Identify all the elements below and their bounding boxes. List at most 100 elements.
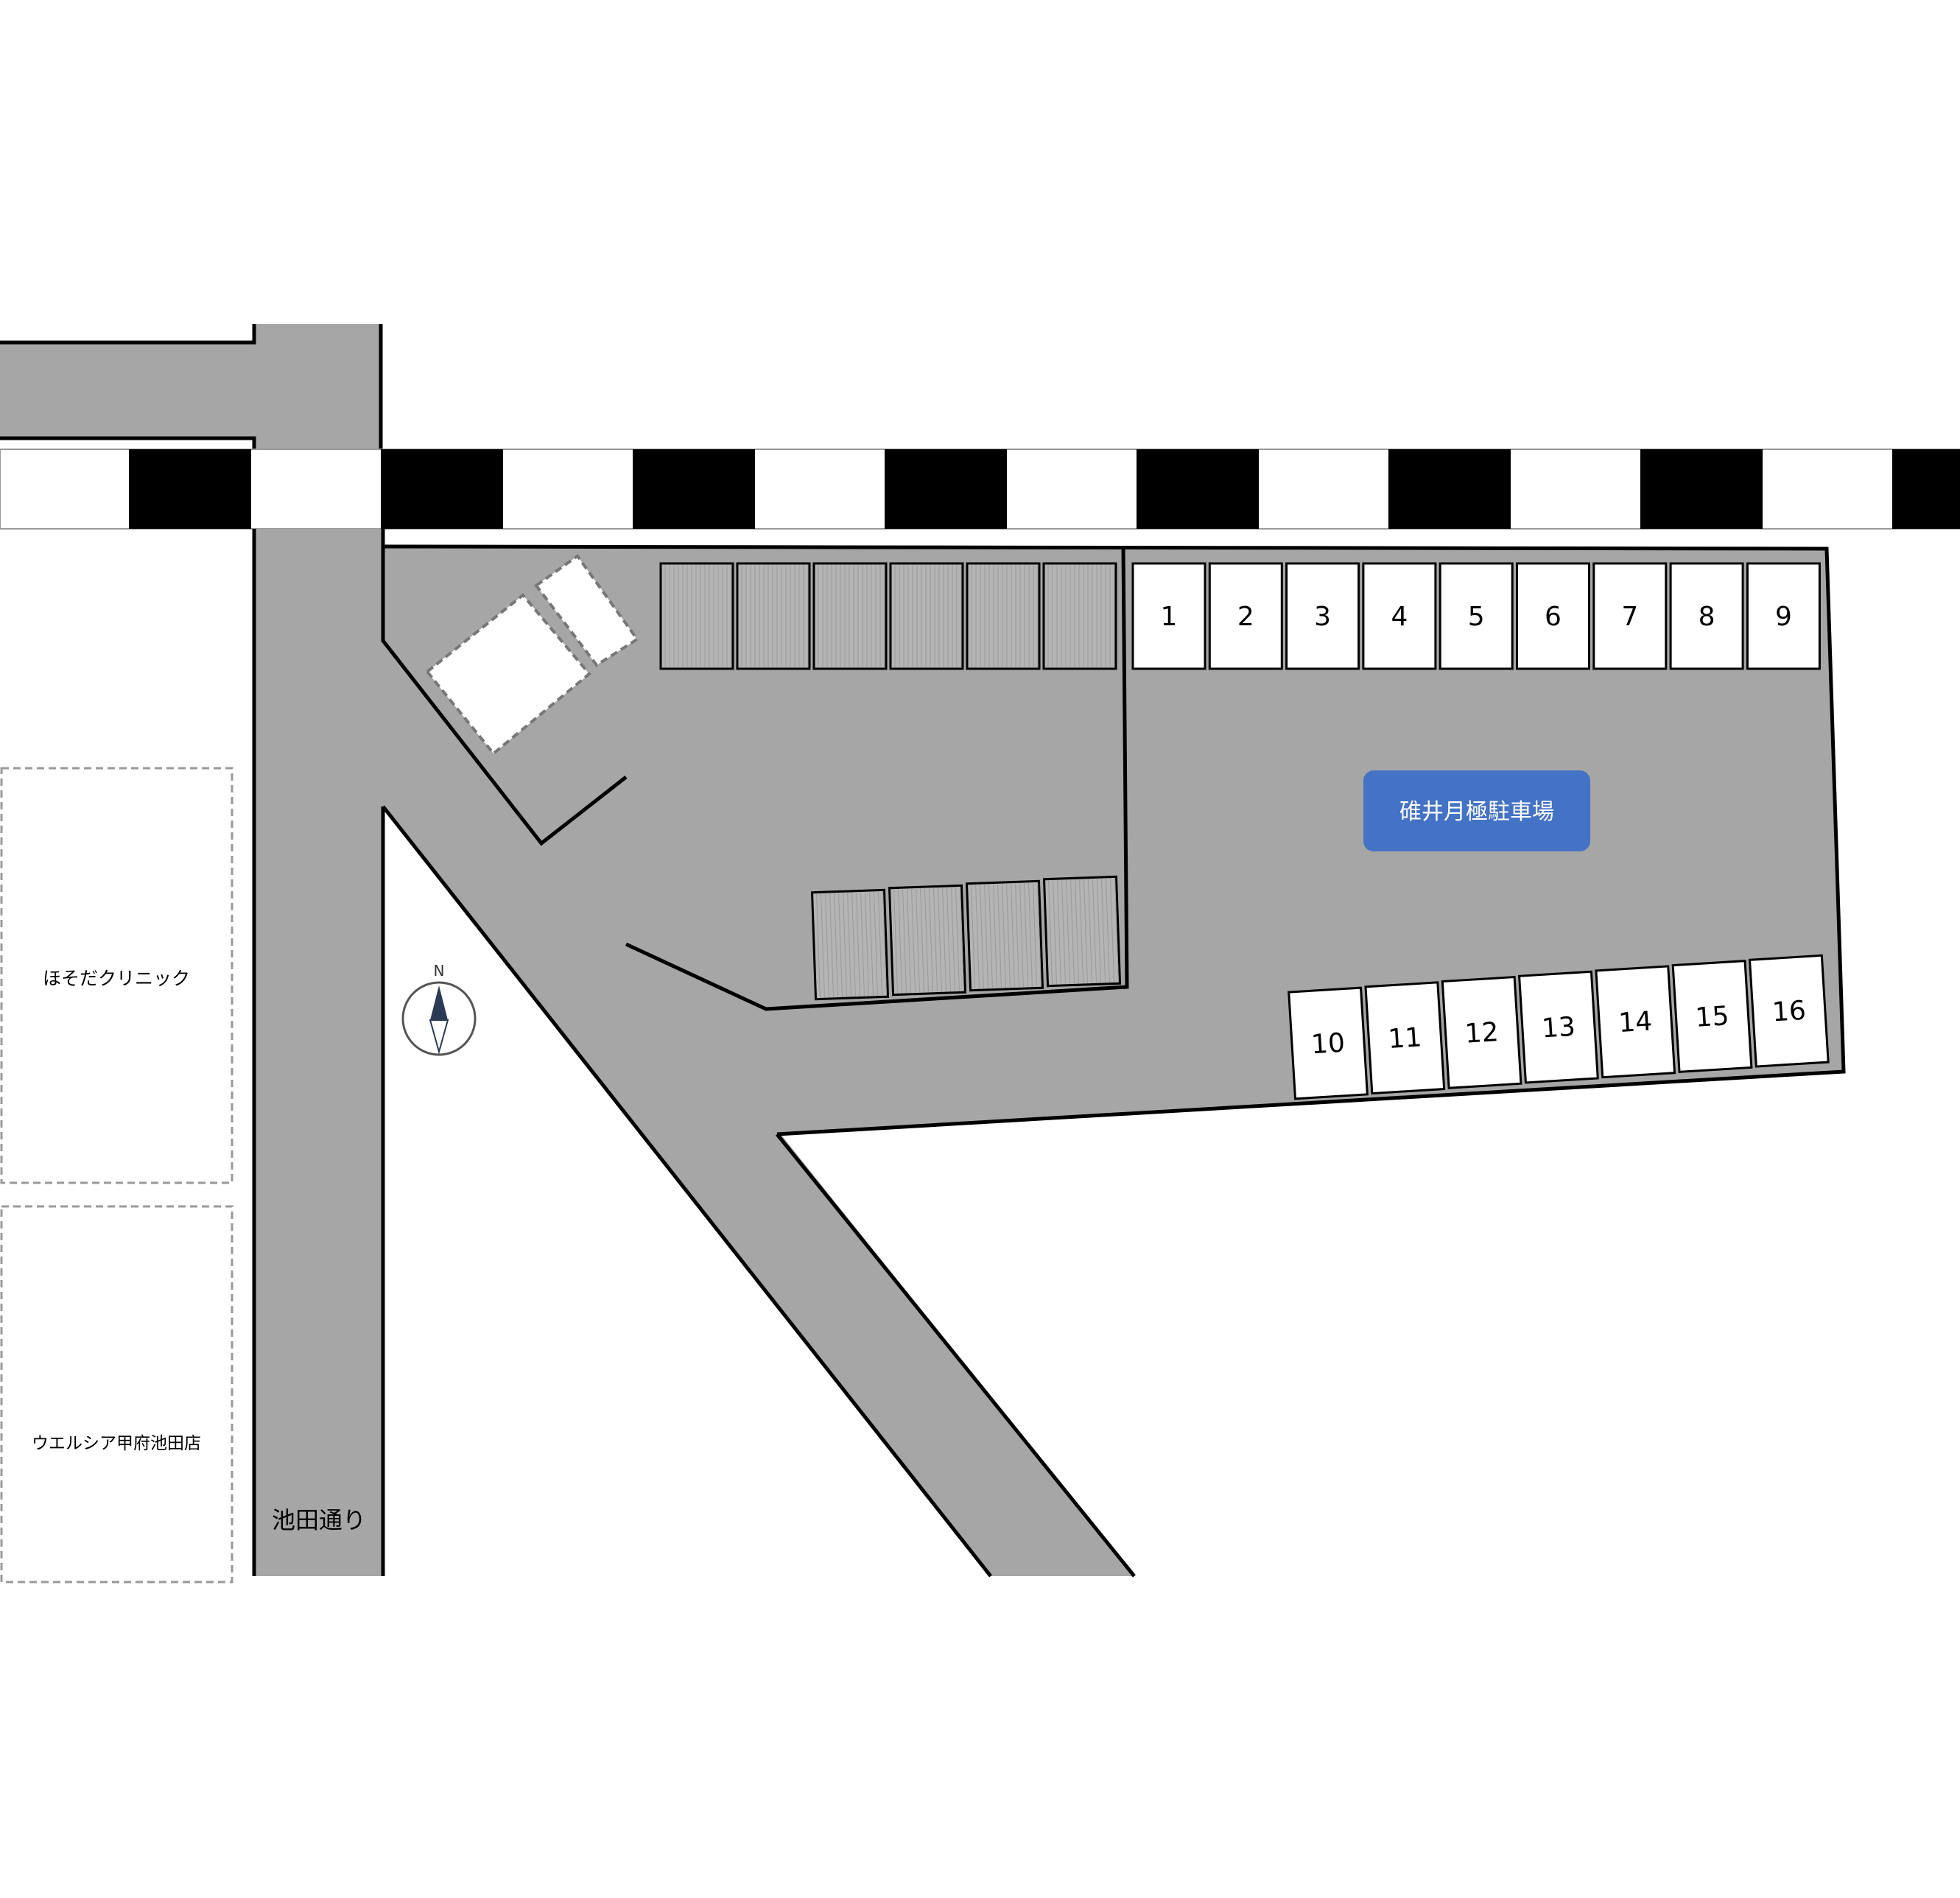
hatch-line [1092, 879, 1097, 983]
railway-block [1892, 449, 1960, 529]
parking-space: 10 [1288, 986, 1369, 1100]
parking-space-rect [1364, 981, 1446, 1095]
parking-space [1669, 562, 1744, 670]
hatch-line [902, 889, 907, 994]
parking-space [1592, 562, 1668, 670]
building-clinic [0, 767, 233, 1184]
hatch-line [911, 888, 916, 993]
hatch-line [893, 889, 899, 994]
hatch-line [971, 885, 976, 989]
parking-space [1285, 562, 1360, 670]
road-ikeda [254, 529, 383, 1576]
road-top-left-edge [0, 324, 383, 449]
hatch-line [993, 884, 997, 988]
hatch-line [946, 888, 951, 991]
occupied-space [1042, 562, 1117, 670]
hatch-line [984, 884, 988, 988]
hatch-line [1053, 880, 1058, 985]
lot-name: 碓井月極駐車場 [1399, 799, 1554, 825]
hatch-line [865, 892, 869, 997]
parking-space-number: 8 [1699, 602, 1715, 632]
occupied-spaces-bottom [810, 875, 1122, 1001]
parking-space-number: 13 [1541, 1012, 1576, 1044]
road-name: 池田通り [272, 1506, 366, 1534]
parking-space-number: 9 [1775, 602, 1792, 632]
railway-crossing-icon [0, 449, 1960, 530]
hatch-line [874, 891, 878, 996]
hatch-line [1019, 883, 1024, 988]
lot-outlines [252, 529, 1846, 1578]
occupied-space [1042, 875, 1122, 988]
railway-block [885, 449, 1007, 529]
occupied-space-rect [810, 888, 890, 1001]
occupied-space [659, 562, 734, 670]
hatch-line [1110, 878, 1114, 983]
hatch-line [938, 888, 942, 992]
hatch-line [997, 884, 1002, 988]
hatch-line [920, 888, 924, 993]
parking-space-rect [1441, 975, 1522, 1089]
parking-space: 16 [1748, 954, 1830, 1068]
railway-block [129, 449, 251, 529]
parking-space-rect [1518, 970, 1599, 1084]
hatch-line [834, 893, 838, 997]
parking-spaces-bottom: 10 11 12 13 14 15 16 [1288, 954, 1830, 1100]
lot-entrance-fill [381, 641, 1127, 1134]
parking-space-number: 15 [1694, 1001, 1729, 1033]
hatch-line [843, 893, 847, 997]
parking-space-number: 3 [1314, 602, 1331, 632]
hatch-line [838, 893, 843, 997]
hatch-line [975, 885, 980, 989]
hatch-line [821, 893, 826, 998]
hatch-line [960, 887, 964, 991]
railway-block [1137, 449, 1259, 529]
parking-space-rect [1671, 960, 1753, 1073]
parking-space-number: 5 [1468, 602, 1485, 632]
hatch-line [1101, 879, 1106, 983]
parking-space [1362, 562, 1437, 670]
hatch-line [851, 892, 856, 997]
hatch-line [929, 888, 933, 992]
parking-space-rect [1288, 986, 1369, 1100]
parking-space: 11 [1364, 981, 1446, 1095]
hatch-line [924, 888, 929, 993]
hatch-line [882, 891, 887, 996]
parking-space-number: 1 [1161, 602, 1178, 632]
building-store [0, 1205, 233, 1584]
hatch-line [1015, 883, 1019, 988]
occupied-space [889, 562, 964, 670]
hatch-line [1011, 883, 1015, 988]
hatch-line [1002, 884, 1006, 988]
hatch-line [1066, 879, 1070, 984]
building-store-label: ウエルシア甲府池田店 [32, 1434, 201, 1453]
hatch-line [980, 885, 984, 989]
parking-space [1439, 562, 1514, 670]
occupied-space [812, 562, 888, 670]
parking-space: 12 [1441, 975, 1522, 1089]
occupied-spaces-top [659, 562, 1117, 670]
parking-space-number: 14 [1617, 1006, 1653, 1038]
parking-space: 14 [1595, 965, 1676, 1079]
hatch-line [1048, 880, 1053, 985]
parking-space-number: 16 [1771, 996, 1807, 1028]
parking-space-rect [1748, 954, 1830, 1068]
parking-space [1131, 562, 1206, 670]
parking-space [1208, 562, 1283, 670]
hatch-line [1075, 879, 1079, 984]
hatch-line [825, 893, 829, 998]
compass-icon: N [401, 962, 477, 1056]
hatch-line [816, 893, 821, 998]
hatch-line [1079, 879, 1083, 984]
occupied-space [965, 879, 1044, 992]
hatch-line [951, 887, 955, 991]
parking-space [1516, 562, 1590, 670]
parking-space-number: 11 [1387, 1022, 1422, 1055]
occupied-space-rect [1042, 875, 1122, 988]
occupied-space [810, 888, 890, 1001]
hatch-line [1028, 882, 1033, 987]
hatch-line [1006, 883, 1011, 988]
parking-space: 15 [1671, 960, 1753, 1073]
hatch-line [869, 892, 874, 996]
